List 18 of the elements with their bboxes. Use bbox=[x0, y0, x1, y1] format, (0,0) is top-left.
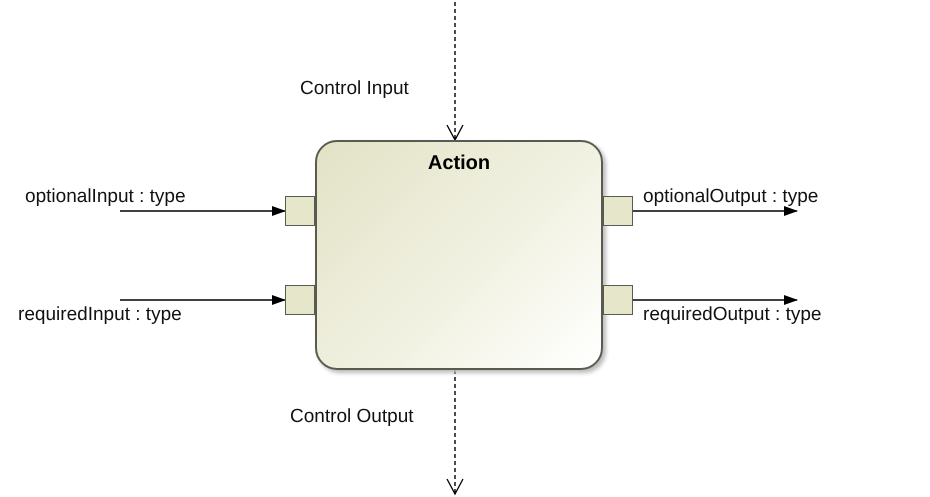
pin-box bbox=[285, 196, 315, 226]
edge-label: Control Input bbox=[300, 78, 409, 100]
dashed-arrow bbox=[446, 2, 464, 141]
dashed-arrow bbox=[446, 370, 464, 495]
edge-label: requiredOutput : type bbox=[643, 304, 822, 326]
edge-label: optionalInput : type bbox=[25, 186, 186, 208]
edge-label: Control Output bbox=[290, 406, 414, 428]
pin-box bbox=[603, 196, 633, 226]
action-title: Action bbox=[428, 152, 490, 175]
pin-box bbox=[285, 285, 315, 315]
arrow bbox=[633, 295, 798, 305]
action-box bbox=[315, 140, 603, 370]
edge-label: optionalOutput : type bbox=[643, 186, 818, 208]
arrow bbox=[120, 295, 286, 305]
edge-label: requiredInput : type bbox=[18, 304, 182, 326]
pin-box bbox=[603, 285, 633, 315]
arrow bbox=[633, 206, 798, 216]
arrow bbox=[120, 206, 286, 216]
